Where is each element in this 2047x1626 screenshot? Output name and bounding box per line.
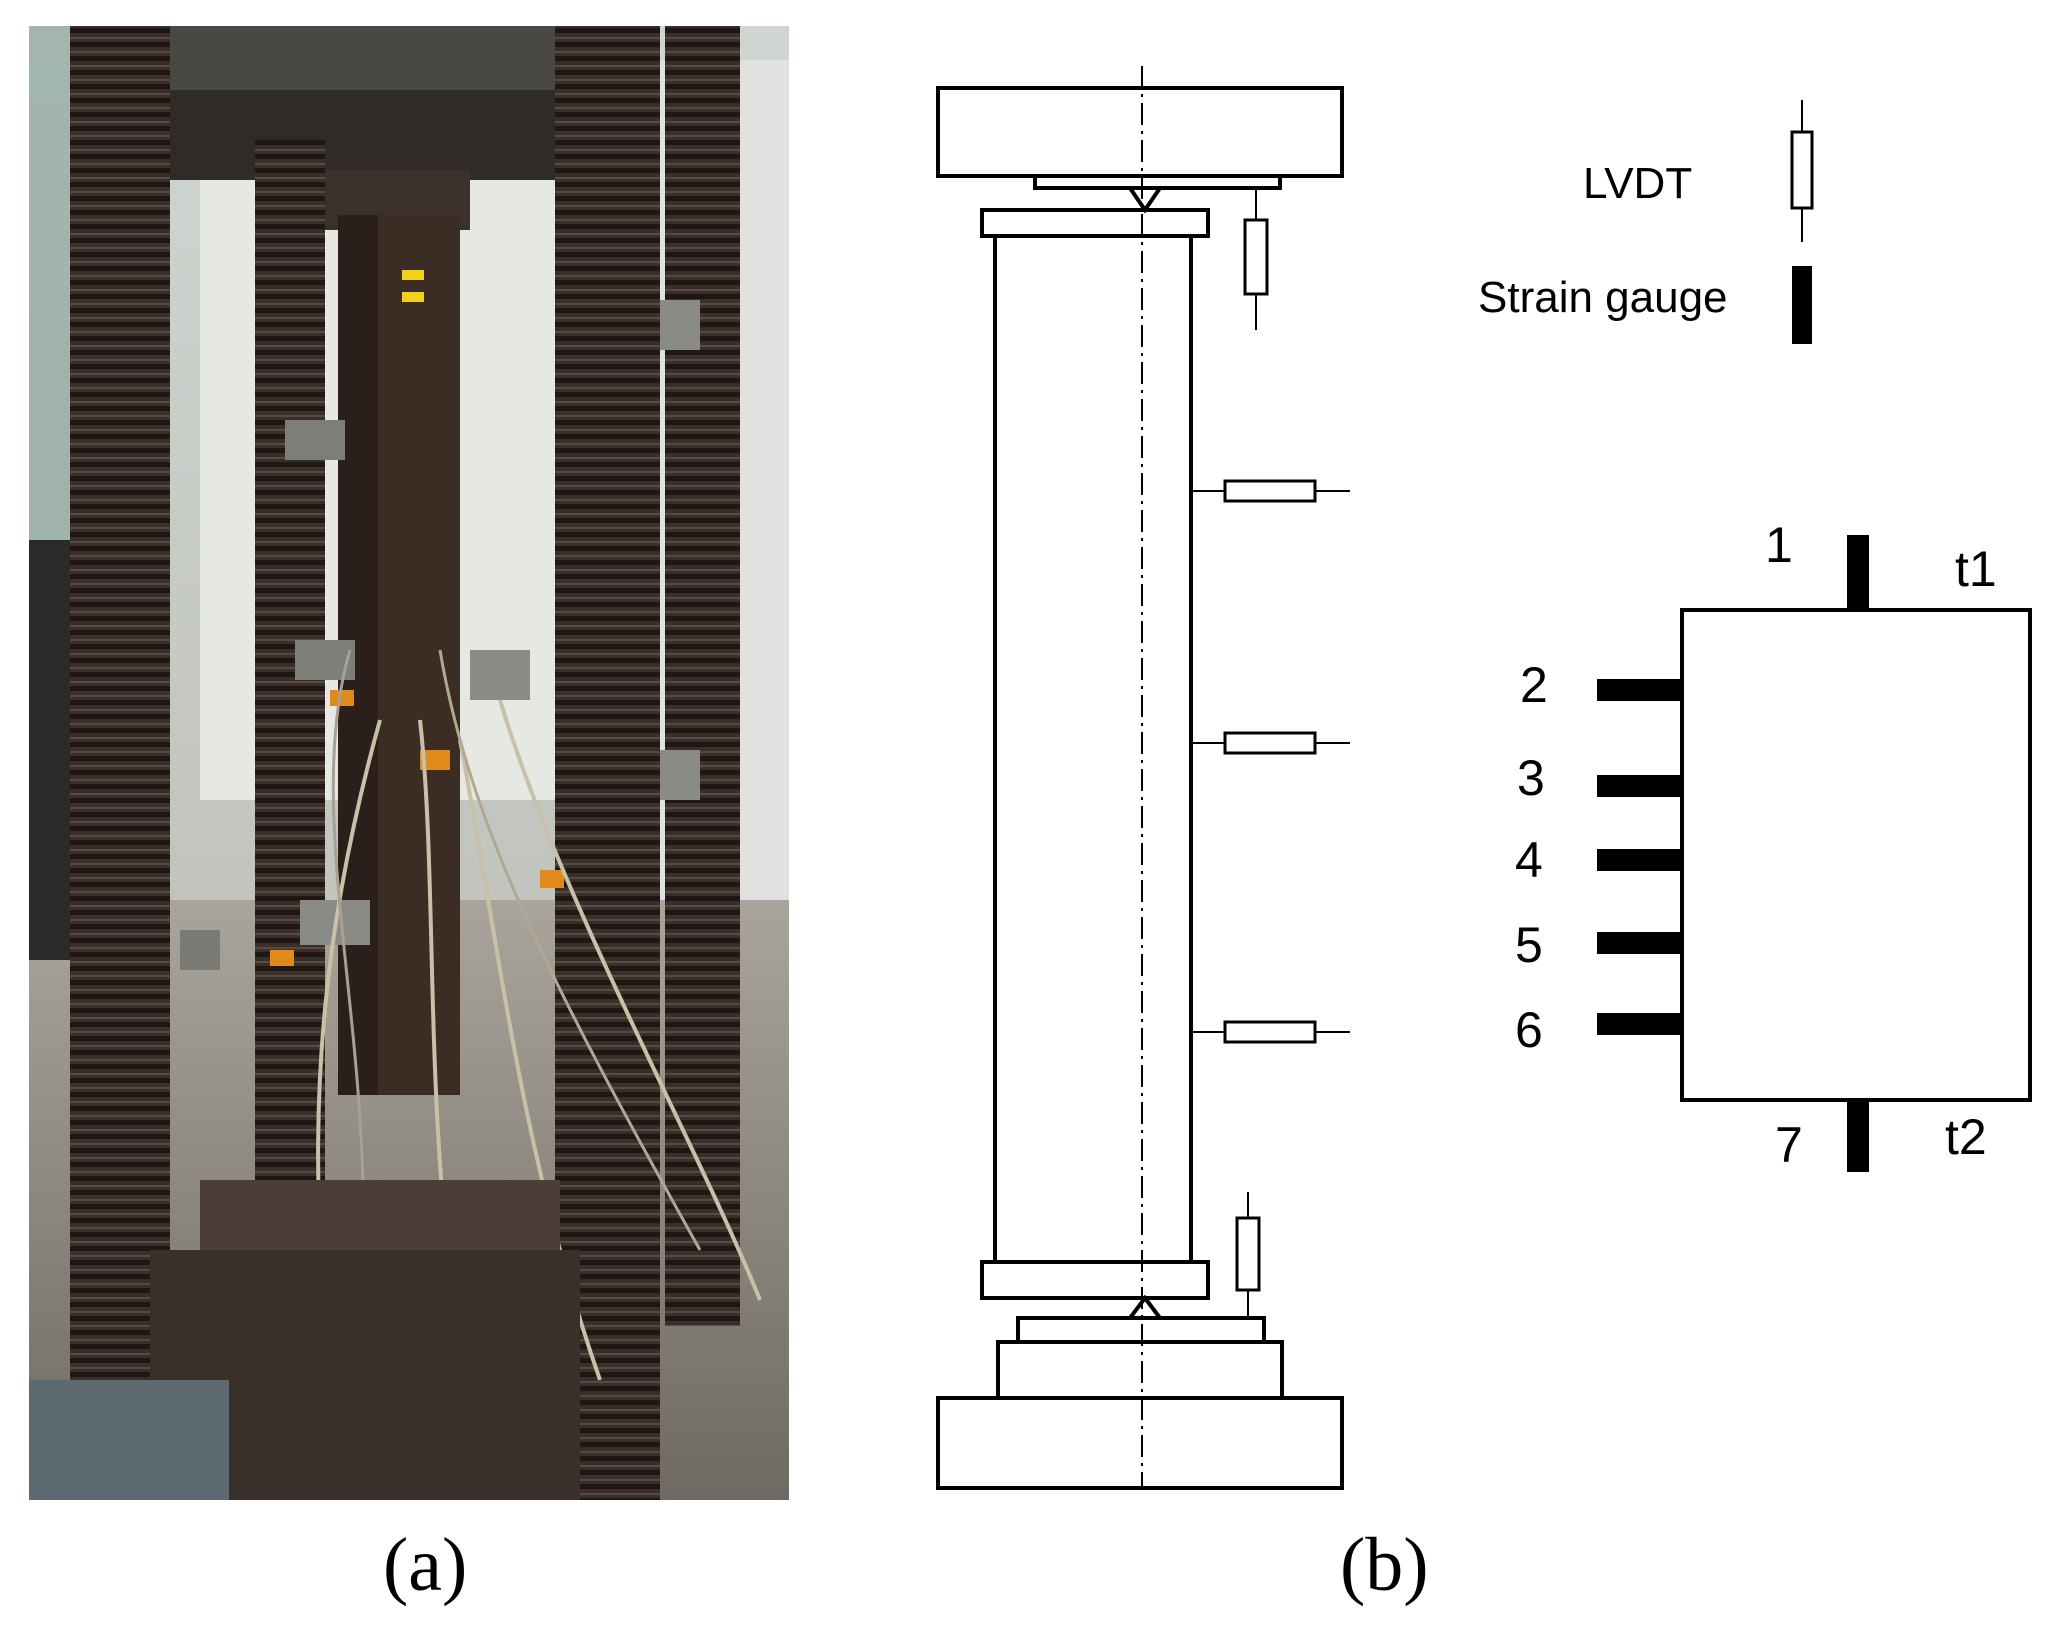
lvdt-bottom [1235, 1216, 1261, 1292]
gauge-label-2: 2 [1520, 657, 1548, 713]
bottom-end-plate [980, 1260, 1210, 1300]
section-outline [1680, 608, 2032, 1102]
panel-a-caption: (a) [383, 1523, 467, 1607]
column-schematic [936, 66, 1350, 1490]
lvdt-lateral-1 [1191, 479, 1350, 503]
thickness-label-t2: t2 [1945, 1109, 1987, 1165]
gauge-2 [1597, 679, 1682, 701]
gauge-7 [1847, 1100, 1869, 1172]
gauge-label-1: 1 [1765, 517, 1793, 573]
gauge-label-7: 7 [1775, 1117, 1803, 1173]
top-bearing-plate [1033, 174, 1282, 190]
gauge-label-5: 5 [1515, 917, 1543, 973]
panel-b-caption: (b) [1340, 1523, 1429, 1607]
cross-section: 1 2 3 4 5 6 7 t1 t2 [1515, 517, 2032, 1173]
gauge-6 [1597, 1013, 1682, 1035]
legend-lvdt-symbol [1790, 100, 1814, 242]
top-knife-edge [1128, 186, 1162, 214]
lvdt-lateral-2 [1191, 731, 1350, 755]
legend-strain-gauge-label: Strain gauge [1478, 273, 1728, 322]
gauge-3 [1597, 775, 1682, 797]
bottom-knife-edge [1128, 1294, 1162, 1320]
legend: LVDT Strain gauge [1478, 100, 1814, 344]
lvdt-top [1243, 218, 1269, 296]
gauge-label-6: 6 [1515, 1002, 1543, 1058]
bottom-loading-block [996, 1340, 1284, 1400]
legend-strain-gauge-symbol [1792, 266, 1812, 344]
gauge-label-3: 3 [1517, 750, 1545, 806]
gauge-4 [1597, 849, 1682, 871]
lvdt-lateral-3 [1191, 1020, 1350, 1044]
base-plate [936, 1396, 1344, 1490]
test-setup-photo [29, 26, 789, 1500]
gauge-label-4: 4 [1515, 832, 1543, 888]
legend-lvdt-label: LVDT [1583, 159, 1692, 208]
thickness-label-t1: t1 [1955, 541, 1997, 597]
gauge-1 [1847, 535, 1869, 610]
gauge-5 [1597, 932, 1682, 954]
top-loading-plate [936, 86, 1344, 178]
column-body [993, 234, 1193, 1264]
top-end-plate [980, 208, 1210, 238]
